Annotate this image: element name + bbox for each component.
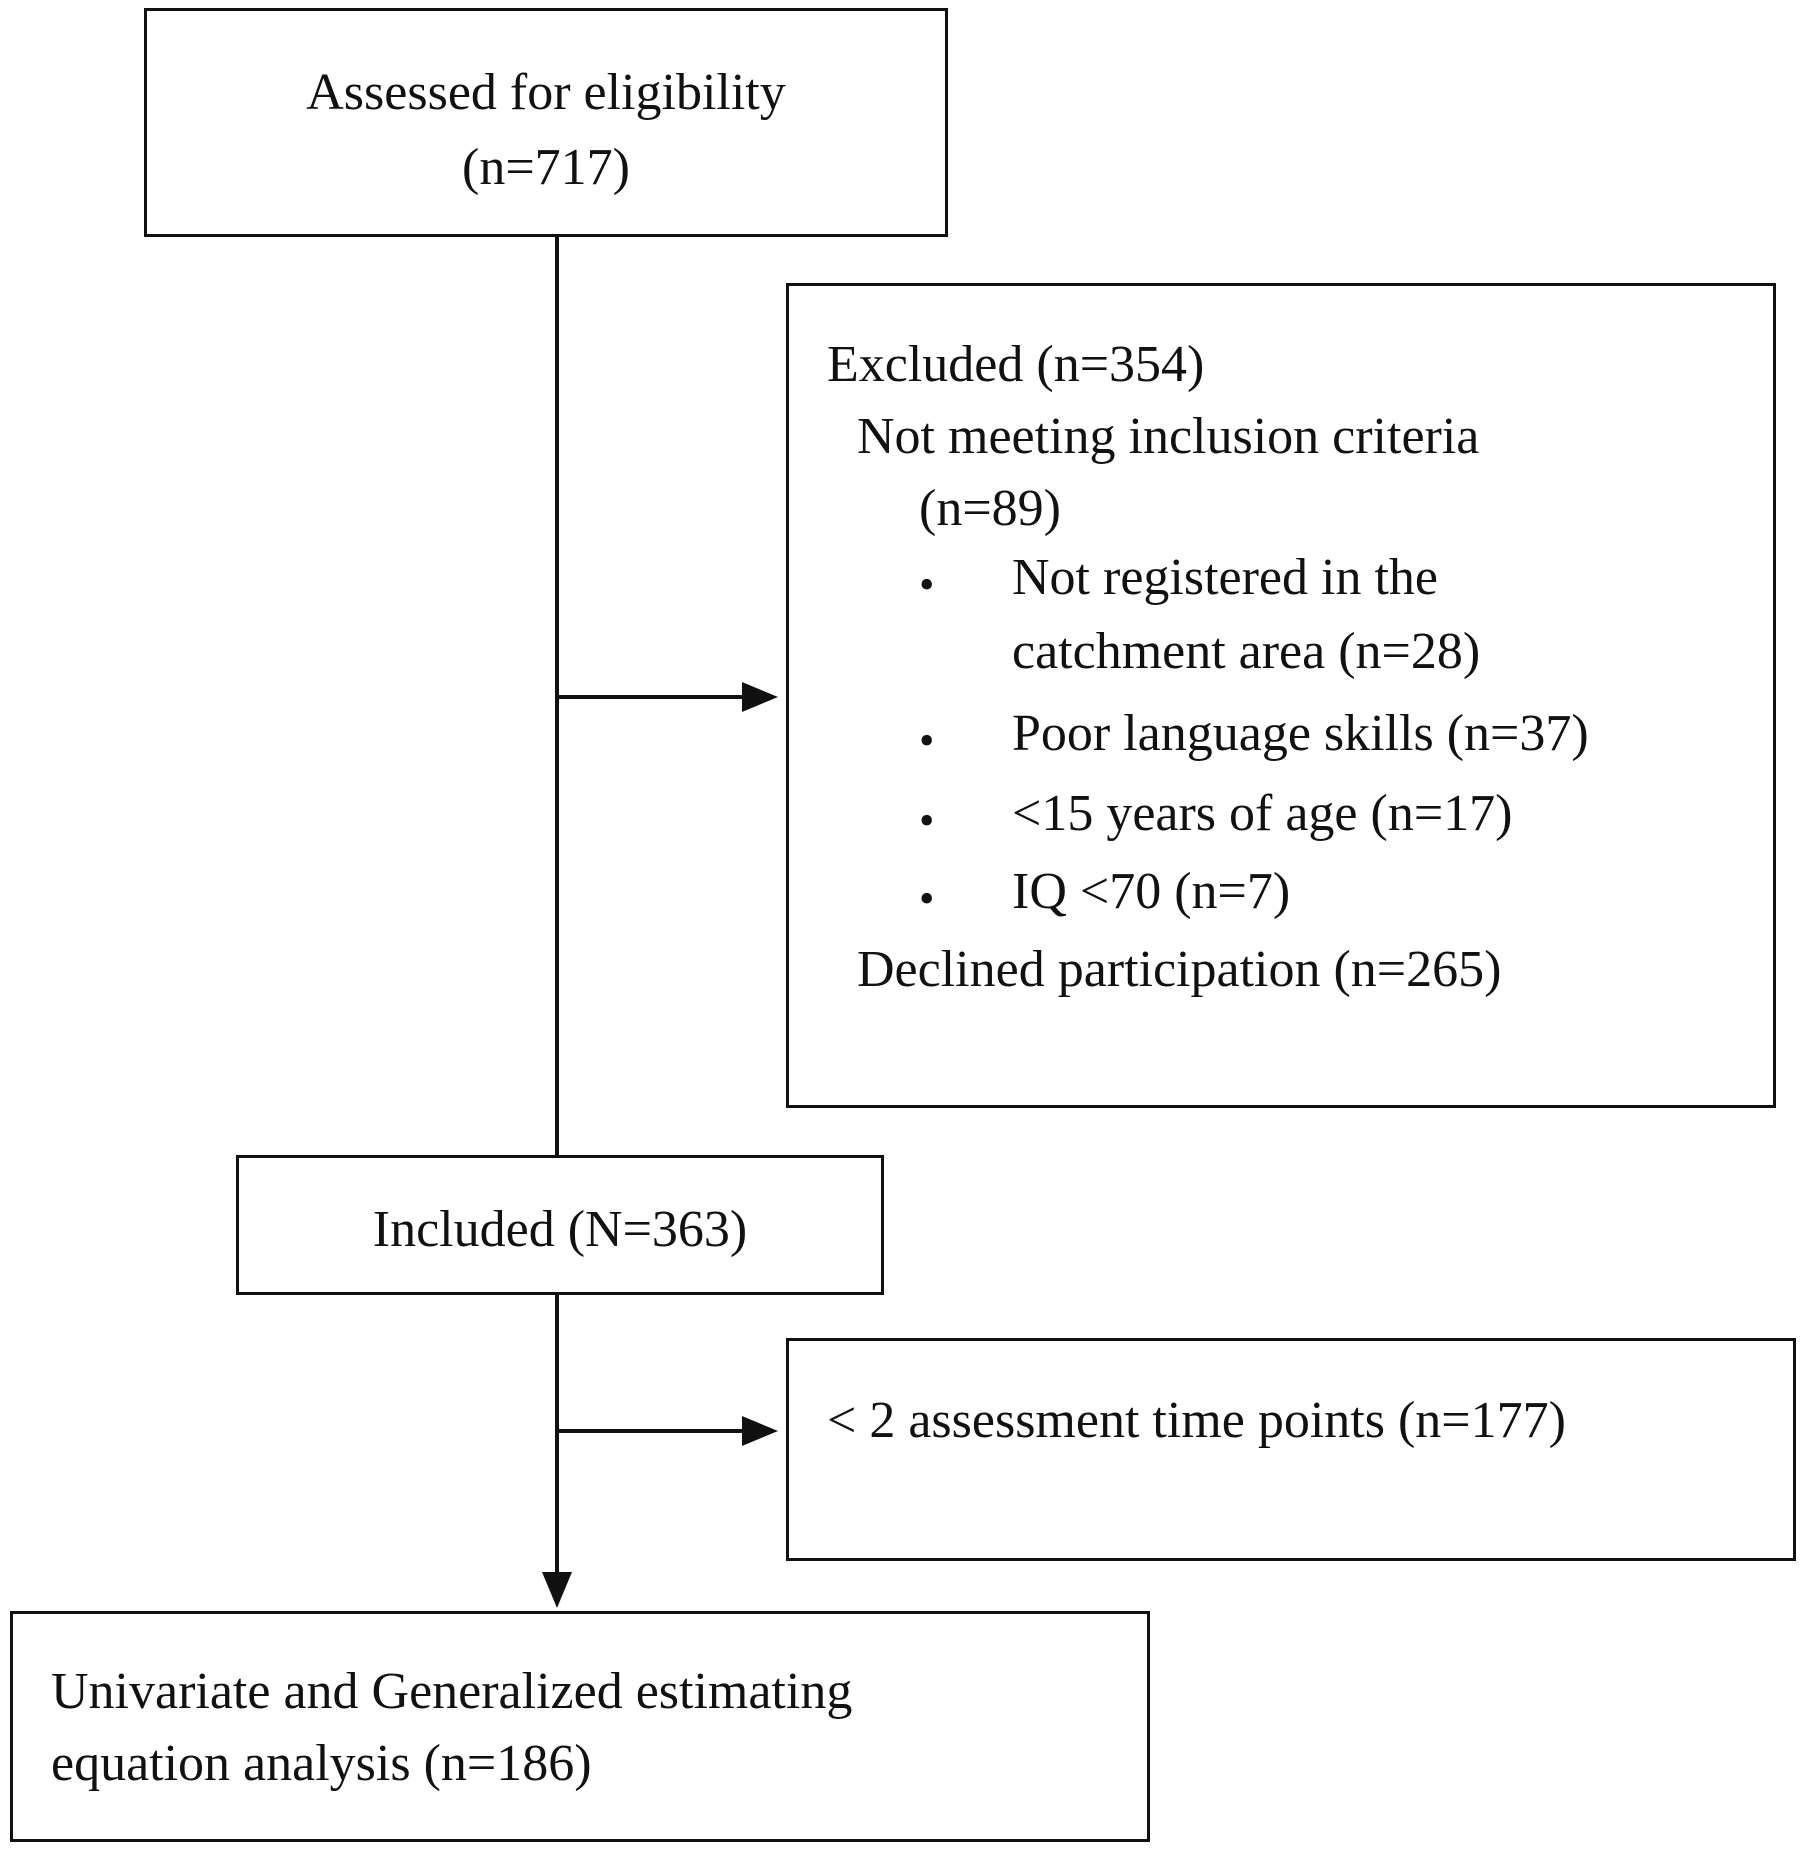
excluded-box: Excluded (n=354) Not meeting inclusion c…: [786, 283, 1776, 1108]
declined-participation: Declined participation (n=265): [857, 941, 1502, 998]
included-label: Included (N=363): [372, 1201, 748, 1258]
bullet-icon: •: [919, 796, 935, 845]
arrow-to-analysis: [542, 1572, 572, 1608]
lost-followup-box: < 2 assessment time points (n=177): [786, 1338, 1796, 1561]
analysis-line1: Univariate and Generalized estimating: [51, 1663, 853, 1720]
not-meeting-criteria-label: Not meeting inclusion criteria: [857, 408, 1480, 465]
lost-followup-label: < 2 assessment time points (n=177): [827, 1392, 1566, 1449]
assessed-box: Assessed for eligibility (n=717): [144, 8, 948, 237]
included-box: Included (N=363): [236, 1155, 884, 1295]
assessed-count: (n=717): [462, 139, 630, 196]
reason-language-skills: Poor language skills (n=37): [1012, 705, 1589, 762]
assessed-label: Assessed for eligibility: [306, 64, 786, 121]
analysis-box: Univariate and Generalized estimating eq…: [10, 1611, 1150, 1842]
analysis-line2: equation analysis (n=186): [51, 1735, 592, 1792]
not-meeting-criteria-count: (n=89): [919, 480, 1061, 537]
arrow-to-excluded: [742, 682, 778, 712]
bullet-icon: •: [919, 874, 935, 923]
arrow-to-lost: [742, 1416, 778, 1446]
reason-not-registered-line2: catchment area (n=28): [1012, 623, 1481, 680]
bullet-icon: •: [919, 560, 935, 609]
reason-not-registered-line1: Not registered in the: [1012, 549, 1438, 606]
reason-iq: IQ <70 (n=7): [1012, 863, 1291, 920]
bullet-icon: •: [919, 716, 935, 765]
reason-age: <15 years of age (n=17): [1012, 785, 1513, 842]
excluded-title: Excluded (n=354): [827, 336, 1205, 393]
